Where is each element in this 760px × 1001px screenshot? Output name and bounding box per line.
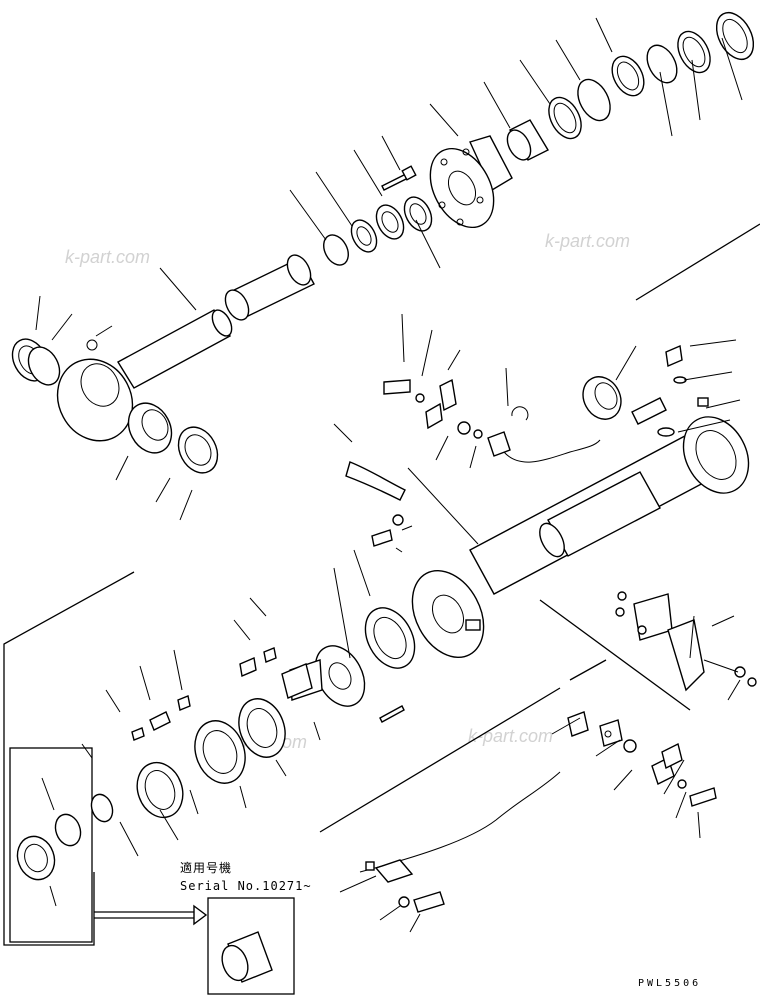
cylinder-bottom-assembly <box>3 571 321 995</box>
watermark-text: k-part.com <box>65 247 150 267</box>
serial-note-line1: 適用号機 <box>180 860 232 875</box>
hose-bracket-assembly <box>319 591 757 933</box>
drawing-code: PWL5506 <box>638 978 701 989</box>
watermark-text: k-part.com <box>545 231 630 251</box>
serial-note-line2: Serial No.10271~ <box>180 879 312 893</box>
piston-rod-assembly <box>11 11 760 521</box>
cylinder-tube-assembly <box>105 313 750 723</box>
